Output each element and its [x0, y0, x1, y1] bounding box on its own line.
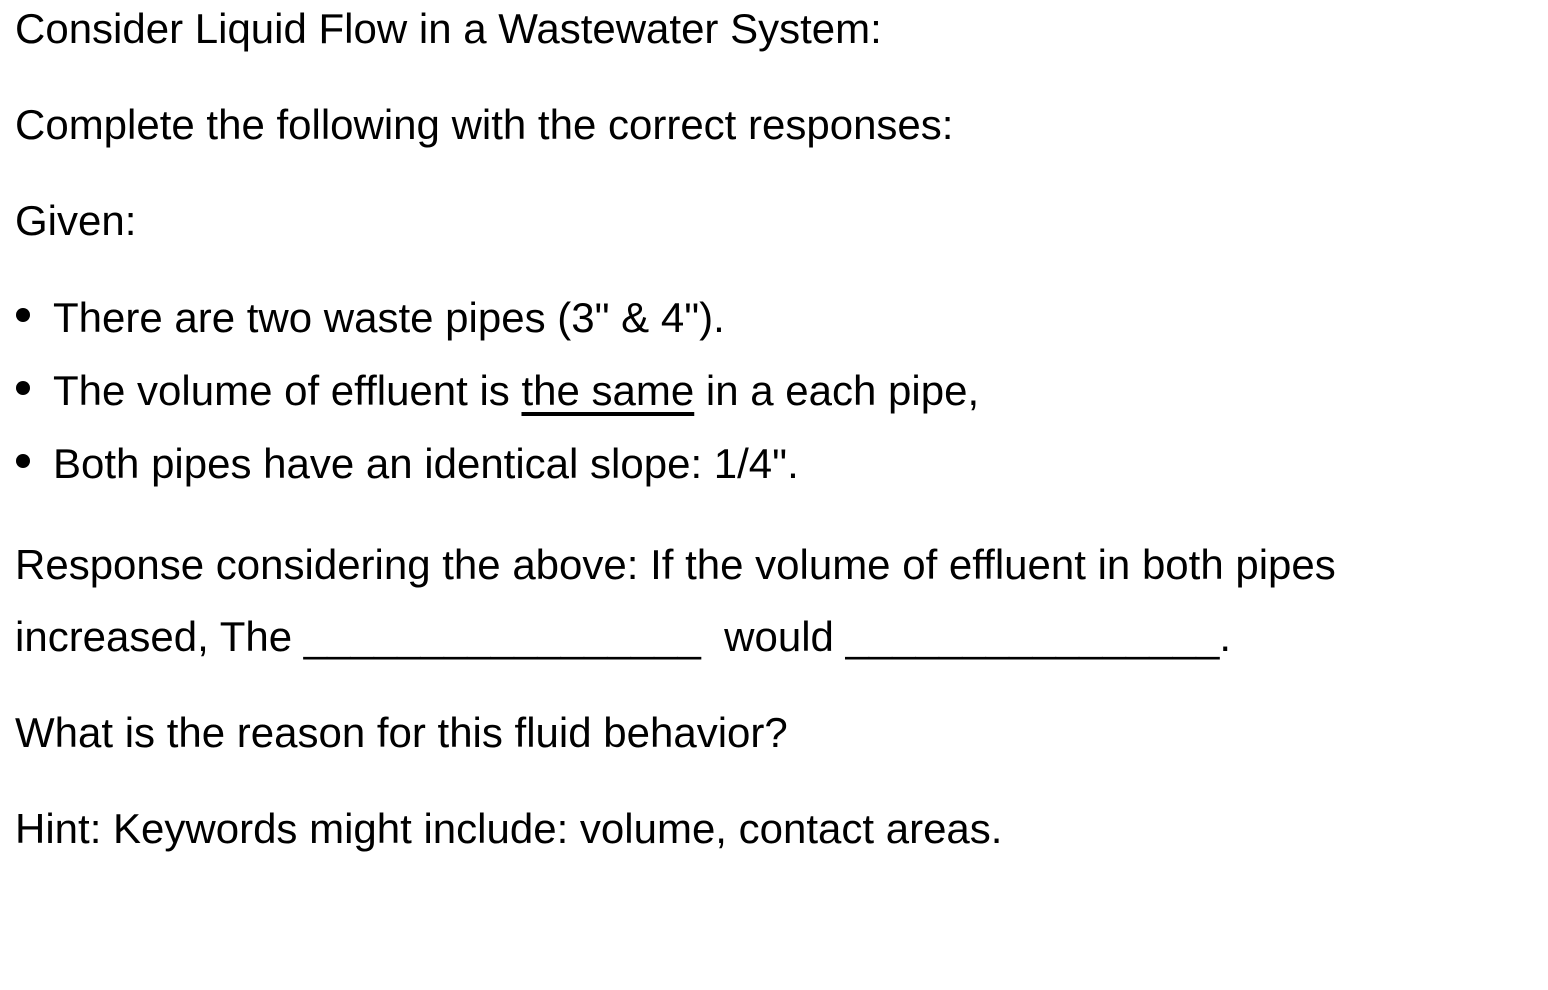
bullet-text: There are two waste pipes (3" & 4").	[53, 294, 725, 341]
response-line1: Response considering the above: If the v…	[15, 541, 1336, 588]
list-item-slope: Both pipes have an identical slope: 1/4"…	[15, 427, 1528, 500]
response-period: .	[1219, 613, 1231, 660]
bullet-text: Both pipes have an identical slope: 1/4"…	[53, 440, 799, 487]
bullet-icon	[16, 454, 30, 468]
response-paragraph: Response considering the above: If the v…	[15, 529, 1528, 673]
question-instruction: Complete the following with the correct …	[15, 101, 954, 148]
bullet-text-pre: The volume of effluent is	[53, 367, 522, 414]
response-mid: would	[700, 613, 846, 660]
list-item-volume: The volume of effluent is the same in a …	[15, 354, 1528, 427]
response-blank-2: ________________	[845, 613, 1220, 660]
list-item-pipes: There are two waste pipes (3" & 4").	[15, 281, 1528, 354]
response-blank-1: _________________	[303, 613, 701, 660]
underlined-phrase: the same	[521, 367, 695, 414]
reason-question: What is the reason for this fluid behavi…	[15, 709, 788, 756]
bullet-icon	[16, 308, 30, 322]
question-intro: Consider Liquid Flow in a Wastewater Sys…	[15, 5, 882, 52]
given-label: Given:	[15, 197, 137, 244]
bullet-text-post: in a each pipe,	[694, 367, 980, 414]
bullet-icon	[16, 381, 30, 395]
hint-text: Hint: Keywords might include: volume, co…	[15, 805, 1003, 852]
given-list: There are two waste pipes (3" & 4"). The…	[15, 281, 1528, 500]
response-line2-pre: increased, The	[15, 613, 304, 660]
